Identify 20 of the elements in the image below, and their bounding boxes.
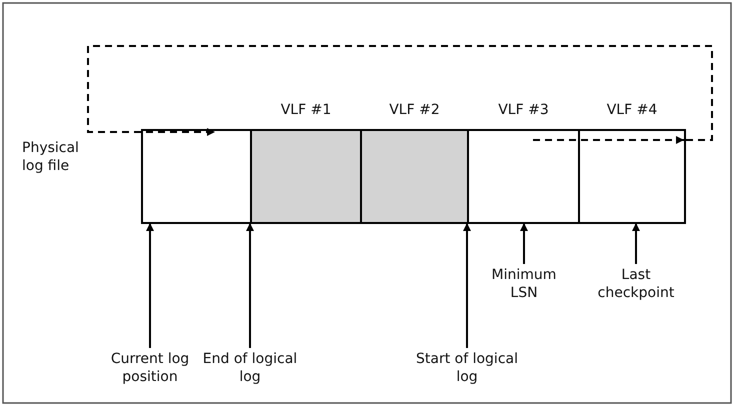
segment-label: VLF #3 [497, 101, 550, 119]
segment-label: VLF #1 [280, 101, 332, 119]
pointer-label: Start of logical log [415, 350, 519, 386]
segment-label: VLF #4 [606, 101, 658, 119]
pointer-arrow [632, 223, 640, 264]
pointer-label: Last checkpoint [592, 266, 680, 302]
pointer-arrow [520, 223, 528, 264]
vlf-segment [250, 129, 362, 224]
vlf-segment [467, 129, 580, 224]
wraparound-arrow [87, 45, 713, 141]
pointer-arrow [146, 223, 154, 348]
vlf-segment [578, 129, 686, 224]
vlf-segment [360, 129, 469, 224]
pointer-arrow [246, 223, 254, 348]
bar-caption: Physical log file [22, 139, 80, 175]
segment-label: VLF #2 [388, 101, 441, 119]
pointer-label: Minimum LSN [480, 266, 568, 302]
log-segment [141, 129, 252, 224]
pointer-arrow [463, 223, 471, 348]
wraparound-arrow [533, 136, 684, 144]
